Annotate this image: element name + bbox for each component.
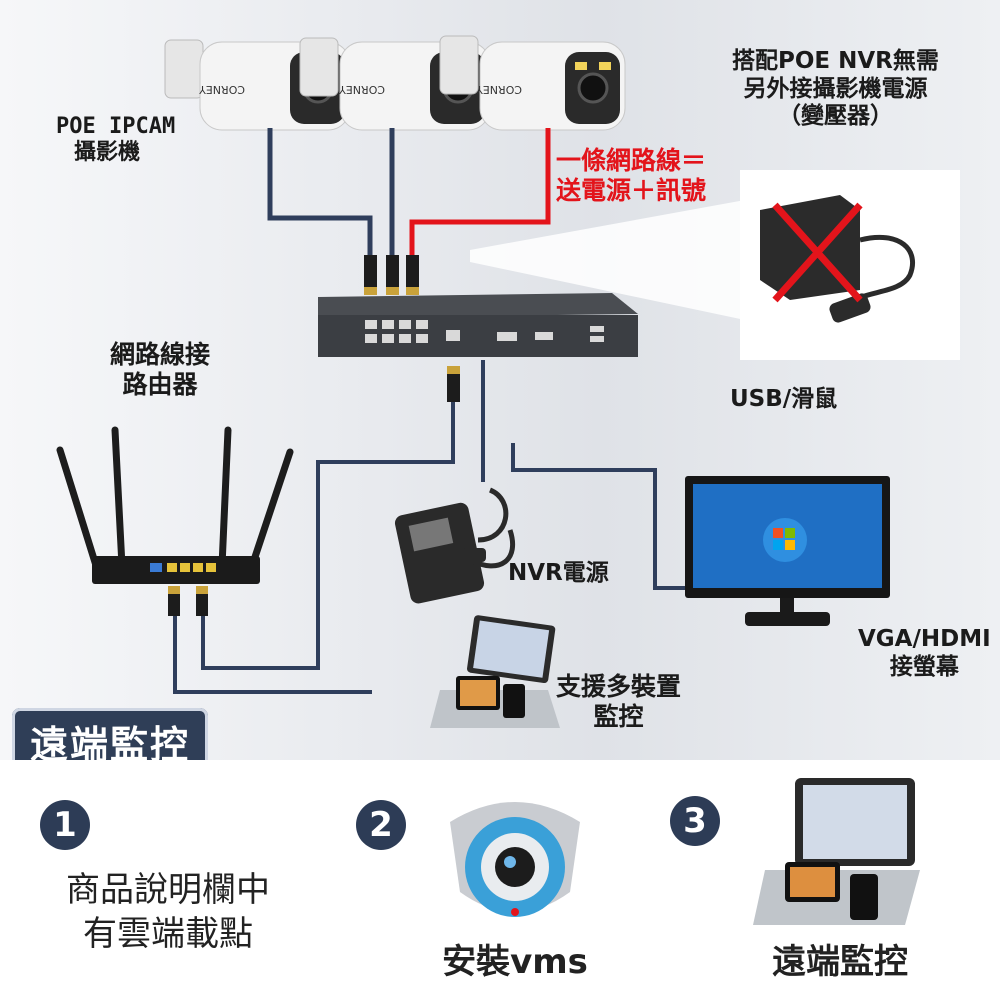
step-1-text: 商品說明欄中 有雲端載點 — [66, 870, 270, 955]
svg-text:CORNEY: CORNEY — [339, 83, 385, 96]
nvr-power-note: 搭配POE NVR無需 另外接攝影機電源 （變壓器） — [732, 48, 939, 130]
step-1-number: 1 — [40, 800, 90, 850]
camera-3: CORNEY — [439, 35, 626, 131]
step-3-text: 遠端監控 — [772, 942, 908, 982]
svg-text:CORNEY: CORNEY — [199, 83, 245, 96]
monitor-label: VGA/HDMI 接螢幕 — [858, 626, 991, 680]
vms-app-icon — [450, 802, 580, 917]
power-adapter-crossed — [740, 170, 960, 360]
nvr-recorder — [318, 293, 638, 357]
nvr-cables — [173, 360, 690, 694]
wifi-router — [56, 426, 294, 616]
wiring-diagram: CORNEY CORNEY CORNEY — [56, 35, 960, 728]
svg-text:CORNEY: CORNEY — [476, 83, 522, 96]
multi-device-laptop — [430, 615, 560, 728]
cable-note: 一條網路線＝ 送電源＋訊號 — [556, 146, 707, 205]
nvr-uplink-plug — [447, 366, 460, 402]
step-2-text: 安裝vms — [442, 942, 588, 982]
light-beam — [470, 200, 745, 320]
rj45-plugs — [364, 255, 419, 295]
camera-cables — [267, 128, 551, 260]
nvr-power-adapter — [394, 487, 516, 604]
nvr-power-label: NVR電源 — [508, 560, 609, 586]
router-label: 網路線接 路由器 — [110, 340, 211, 399]
step-2-number: 2 — [356, 800, 406, 850]
usb-label: USB/滑鼠 — [730, 386, 838, 412]
camera-label: POE IPCAM 攝影機 — [56, 114, 176, 166]
remote-devices-icon — [753, 778, 920, 925]
step-3-number: 3 — [670, 796, 720, 846]
multi-device-label: 支援多裝置 監控 — [556, 672, 682, 731]
monitor — [685, 476, 890, 626]
